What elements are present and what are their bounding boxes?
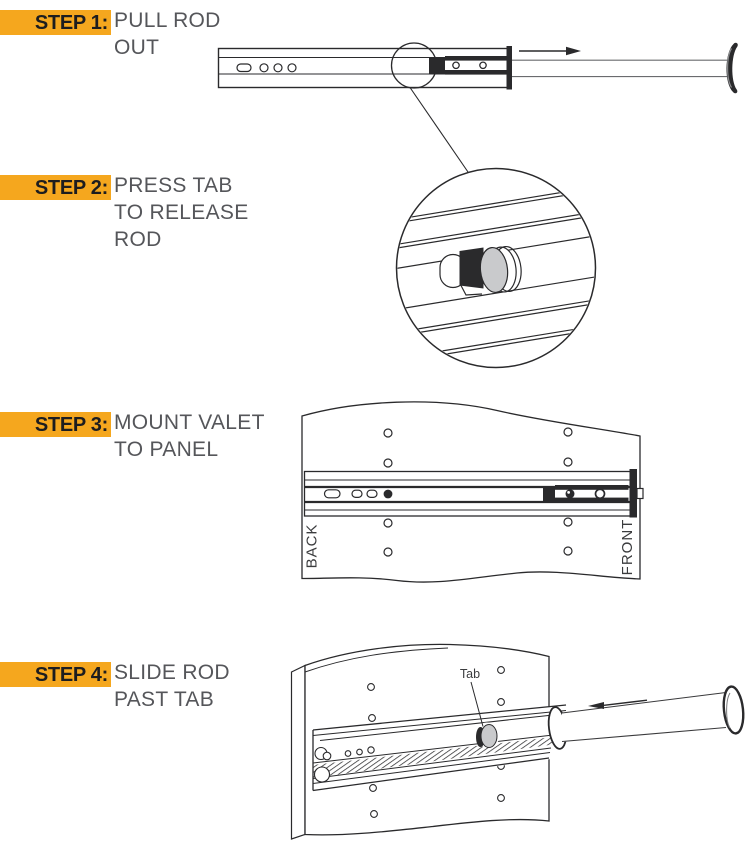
figure-step2-tab-detail [395, 167, 597, 369]
tab-housing [459, 247, 484, 289]
step-2-label: STEP 2: [34, 176, 108, 199]
instruction-line: OUT [114, 36, 160, 59]
rail-hatch-band [313, 737, 553, 778]
arrow-right-icon [519, 46, 581, 56]
tab-button [480, 724, 498, 748]
rail-holes [322, 746, 375, 761]
tab-button [479, 246, 509, 294]
rail-pin [383, 489, 393, 499]
callout-leader-line [409, 87, 469, 173]
tab-leader-line [470, 681, 484, 727]
figure-step3-panel-mount: BACK FRONT [301, 401, 644, 583]
step-4-highlight: STEP 4: [0, 662, 111, 687]
callout-circle [390, 42, 438, 89]
step-4-label: STEP 4: [34, 663, 108, 686]
step-4-instruction: SLIDE ROD PAST TAB [114, 659, 294, 713]
arrow-left-icon [588, 699, 648, 709]
step-2-instruction: PRESS TAB TO RELEASE ROD [114, 172, 294, 253]
figure-step1-rod-pullout [217, 42, 738, 173]
back-label: BACK [304, 524, 321, 569]
instruction-line: TO RELEASE [114, 201, 249, 224]
instruction-line: SLIDE ROD [114, 661, 230, 684]
instruction-line: MOUNT VALET [114, 411, 265, 434]
rail-slot [236, 63, 252, 73]
instruction-line: PULL ROD [114, 9, 221, 32]
instruction-line: PAST TAB [114, 688, 215, 711]
screw-holes [367, 666, 505, 818]
rail-hole [287, 63, 297, 73]
step-1-instruction: PULL ROD OUT [114, 7, 294, 61]
panel-edge-board [290, 664, 306, 840]
figure-step4-slide-rod: Tab [290, 643, 745, 840]
tab-label: Tab [460, 667, 480, 681]
step-1-label: STEP 1: [34, 11, 108, 34]
front-bracket [629, 469, 637, 518]
rail-hole [351, 489, 363, 499]
step-1-highlight: STEP 1: [0, 10, 111, 35]
step-3-instruction: MOUNT VALET TO PANEL [114, 409, 294, 463]
rail-hole [366, 489, 378, 499]
instruction-line: TO PANEL [114, 438, 219, 461]
step-3-highlight: STEP 3: [0, 412, 111, 437]
step-2-highlight: STEP 2: [0, 175, 111, 200]
instruction-line: PRESS TAB [114, 174, 233, 197]
step-3-label: STEP 3: [34, 413, 108, 436]
rail-slot [323, 489, 341, 499]
rod-end-knob [722, 685, 745, 735]
rail-hole [259, 63, 269, 73]
instruction-line: ROD [114, 228, 162, 251]
screw-holes [383, 427, 573, 557]
front-label: FRONT [619, 519, 636, 576]
rail-hole [273, 63, 283, 73]
tab-block [543, 486, 555, 503]
